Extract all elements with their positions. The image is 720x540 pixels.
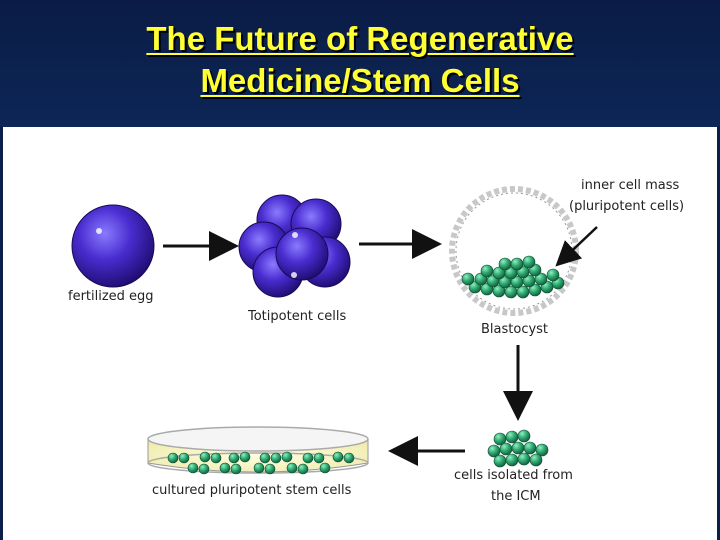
totipotent-cells bbox=[238, 194, 351, 298]
blastocyst bbox=[449, 186, 579, 316]
pluripotent-cells-label: (pluripotent cells) bbox=[569, 199, 684, 214]
petri-dish bbox=[147, 426, 369, 475]
cultured-cells-label: cultured pluripotent stem cells bbox=[152, 483, 352, 498]
inner-cell-mass bbox=[461, 255, 565, 299]
left-border bbox=[0, 127, 3, 540]
stem-cell-diagram: fertilized egg Totipotent cells bbox=[68, 178, 684, 504]
blastocyst-label: Blastocyst bbox=[481, 322, 548, 337]
diagram-panel: fertilized egg Totipotent cells bbox=[3, 127, 717, 540]
isolated-cells-label-1: cells isolated from bbox=[454, 468, 573, 483]
isolated-cells bbox=[487, 429, 549, 468]
cultured-cells bbox=[167, 451, 355, 475]
callout-arrow-icm bbox=[555, 226, 598, 267]
title-line-2: Medicine/Stem Cells bbox=[200, 62, 520, 99]
fertilized-egg bbox=[71, 204, 155, 288]
totipotent-cells-label: Totipotent cells bbox=[247, 309, 347, 324]
inner-cell-mass-label: inner cell mass bbox=[581, 178, 679, 193]
isolated-cells-label-2: the ICM bbox=[491, 489, 541, 504]
title-line-1: The Future of Regenerative bbox=[146, 20, 574, 57]
slide-title: The Future of Regenerative Medicine/Stem… bbox=[0, 18, 720, 102]
title-band: The Future of Regenerative Medicine/Stem… bbox=[0, 0, 720, 127]
fertilized-egg-label: fertilized egg bbox=[68, 289, 154, 304]
